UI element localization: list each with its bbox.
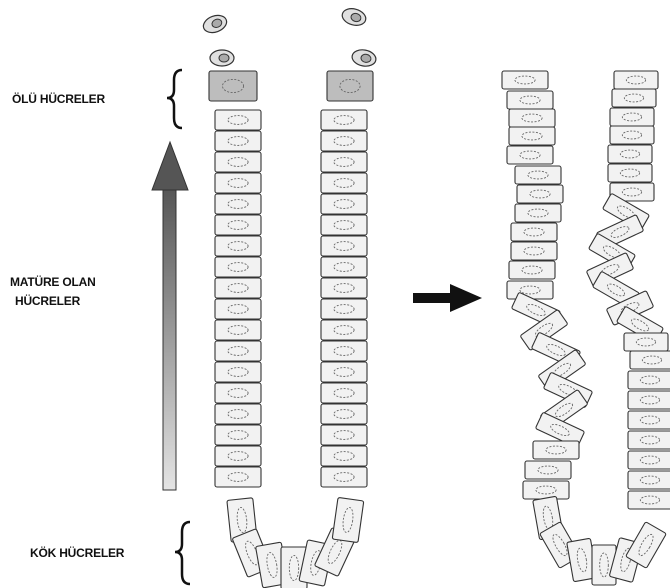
normal-crypt	[201, 6, 377, 588]
crypt-cell	[525, 461, 571, 479]
crypt-cell	[517, 185, 563, 203]
crypt-cell	[321, 362, 367, 382]
shedding-cell	[201, 12, 229, 35]
crypt-cell	[502, 71, 548, 89]
dead-cells-label: ÖLÜ HÜCRELER	[12, 92, 105, 106]
crypt-cell	[321, 404, 367, 424]
shedding-cell	[351, 48, 377, 68]
crypt-cell	[215, 173, 261, 193]
crypt-cell	[215, 467, 261, 487]
crypt-cell	[507, 281, 553, 299]
crypt-cell	[628, 411, 670, 429]
crypt-cell	[610, 126, 654, 144]
crypt-cell	[215, 257, 261, 277]
crypt-cell	[321, 110, 367, 130]
shedding-cell	[210, 50, 234, 66]
crypt-cell	[321, 131, 367, 151]
crypt-cell	[321, 215, 367, 235]
crypt-cell	[321, 236, 367, 256]
crypt-cell	[215, 152, 261, 172]
crypt-cell	[507, 91, 553, 109]
crypt-cell	[321, 383, 367, 403]
crypt-cell	[215, 425, 261, 445]
crypt-cell	[509, 261, 555, 279]
crypt-cell	[215, 446, 261, 466]
crypt-cell	[628, 471, 670, 489]
abnormal-crypt	[502, 71, 670, 585]
crypt-cell	[509, 127, 555, 145]
maturing-cells-label-line1: MATÜRE OLAN	[10, 275, 96, 289]
crypt-cell	[628, 491, 670, 509]
crypt-cell	[515, 166, 561, 184]
crypt-cell	[321, 467, 367, 487]
crypt-cell	[215, 383, 261, 403]
crypt-cell	[509, 109, 555, 127]
crypt-cell	[507, 146, 553, 164]
crypt-cell	[215, 362, 261, 382]
crypt-cell	[628, 431, 670, 449]
crypt-cell	[321, 278, 367, 298]
crypt-cell	[610, 108, 654, 126]
crypt-cell	[215, 110, 261, 130]
crypt-cell	[215, 236, 261, 256]
dead-cell	[209, 71, 257, 101]
crypt-cell	[624, 333, 668, 351]
maturation-arrow	[152, 142, 188, 490]
dead-cells-brace	[167, 70, 182, 128]
crypt-cell	[628, 371, 670, 389]
dead-cell	[327, 71, 373, 101]
process-arrow	[413, 284, 482, 312]
crypt-cell	[523, 481, 569, 499]
crypt-cell	[321, 173, 367, 193]
stem-cell	[332, 497, 364, 542]
stem-cells-label: KÖK HÜCRELER	[30, 546, 124, 560]
crypt-cell	[321, 341, 367, 361]
crypt-cell	[612, 89, 656, 107]
crypt-cell	[321, 425, 367, 445]
crypt-cell	[215, 299, 261, 319]
crypt-cell	[511, 223, 557, 241]
crypt-cell	[321, 299, 367, 319]
shedding-cell	[340, 6, 367, 28]
crypt-cell	[321, 446, 367, 466]
stem-cells-brace	[175, 522, 190, 584]
crypt-cell	[215, 278, 261, 298]
crypt-cell	[321, 320, 367, 340]
crypt-cell	[515, 204, 561, 222]
crypt-cell	[215, 215, 261, 235]
crypt-cell	[215, 131, 261, 151]
crypt-cell	[215, 194, 261, 214]
crypt-cell	[614, 71, 658, 89]
crypt-cell	[215, 404, 261, 424]
crypt-cell	[321, 152, 367, 172]
crypt-cell	[321, 194, 367, 214]
crypt-cell	[608, 164, 652, 182]
crypt-cell	[628, 451, 670, 469]
crypt-cell	[321, 257, 367, 277]
crypt-cell	[215, 320, 261, 340]
crypt-cell	[215, 341, 261, 361]
crypt-cell	[628, 391, 670, 409]
crypt-cell	[533, 441, 579, 459]
crypt-cell	[608, 145, 652, 163]
crypt-cell	[511, 242, 557, 260]
maturing-cells-label-line2: HÜCRELER	[15, 294, 80, 308]
crypt-cell	[630, 351, 670, 369]
